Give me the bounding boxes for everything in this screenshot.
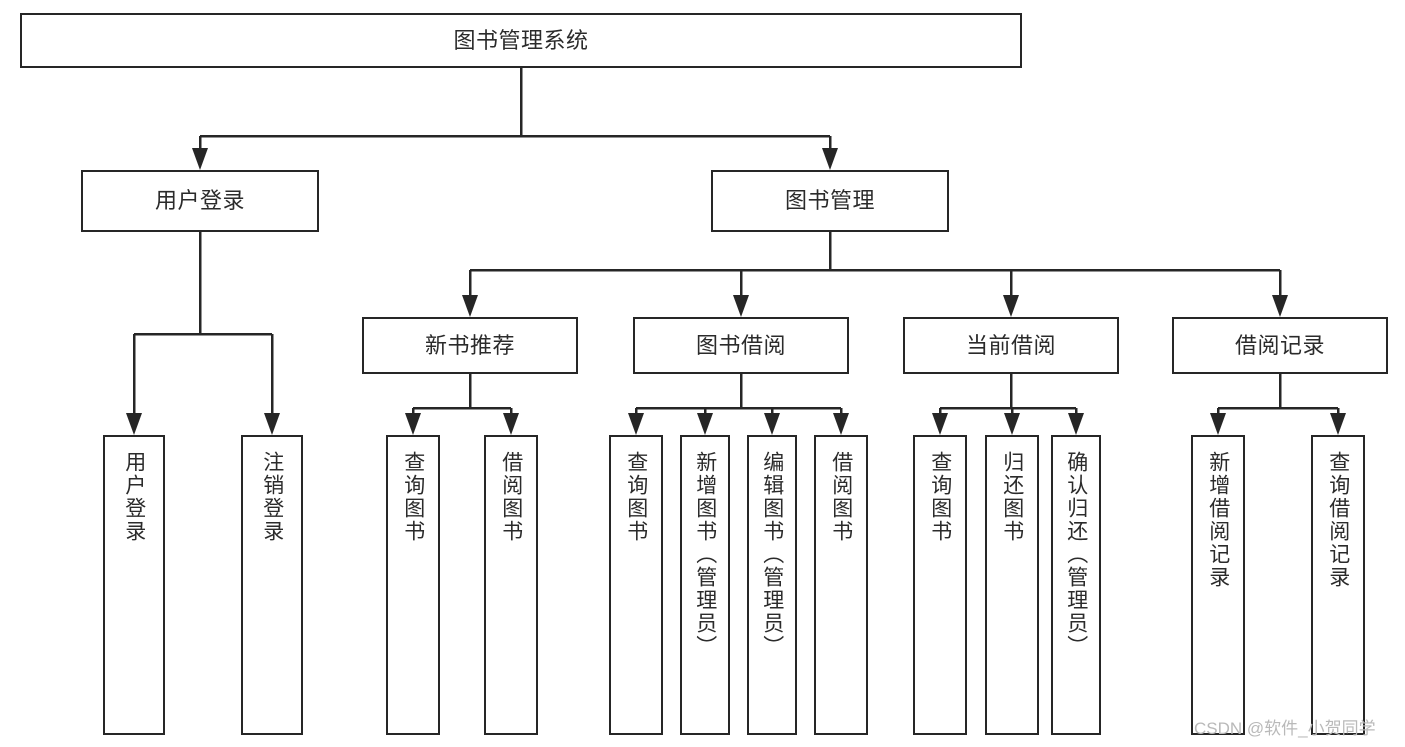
node-label: 用户登录 [122,451,146,543]
node-leaf-edit-book[interactable]: 编辑图书（管理员） [747,435,797,735]
node-label: 查询图书 [624,451,648,543]
node-label: 编辑图书（管理员） [760,451,784,658]
node-new-book-rec[interactable]: 新书推荐 [362,317,578,374]
node-leaf-add-book[interactable]: 新增图书（管理员） [680,435,730,735]
node-leaf-logout[interactable]: 注销登录 [241,435,303,735]
node-book-manage[interactable]: 图书管理 [711,170,949,232]
node-label: 查询图书 [401,451,425,543]
node-book-borrow[interactable]: 图书借阅 [633,317,849,374]
node-leaf-return-book[interactable]: 归还图书 [985,435,1039,735]
node-leaf-query-book-1[interactable]: 查询图书 [386,435,440,735]
node-label: 注销登录 [260,451,284,543]
node-root[interactable]: 图书管理系统 [20,13,1022,68]
node-label: 图书借阅 [695,332,786,358]
node-label: 确认归还（管理员） [1064,451,1088,658]
node-label: 查询借阅记录 [1326,451,1350,589]
node-leaf-query-book-3[interactable]: 查询图书 [913,435,967,735]
node-leaf-borrow-book-1[interactable]: 借阅图书 [484,435,538,735]
node-label: 用户登录 [154,188,245,214]
node-label: 新增图书（管理员） [693,451,717,658]
node-label: 当前借阅 [965,332,1056,358]
node-label: 新增借阅记录 [1206,451,1230,589]
node-label: 新书推荐 [424,332,515,358]
watermark: CSDN @软件_小贺同学 [1194,719,1376,738]
node-label: 图书管理 [784,188,875,214]
node-leaf-query-record[interactable]: 查询借阅记录 [1311,435,1365,735]
node-label: 图书管理系统 [453,27,589,53]
node-label: 借阅图书 [829,451,853,543]
node-leaf-confirm-return[interactable]: 确认归还（管理员） [1051,435,1101,735]
node-label: 查询图书 [928,451,952,543]
node-user-login[interactable]: 用户登录 [81,170,319,232]
node-leaf-add-record[interactable]: 新增借阅记录 [1191,435,1245,735]
node-borrow-record[interactable]: 借阅记录 [1172,317,1388,374]
node-label: 借阅记录 [1234,332,1325,358]
node-leaf-query-book-2[interactable]: 查询图书 [609,435,663,735]
node-label: 归还图书 [1000,451,1024,543]
node-leaf-user-login[interactable]: 用户登录 [103,435,165,735]
node-label: 借阅图书 [499,451,523,543]
node-current-borrow[interactable]: 当前借阅 [903,317,1119,374]
node-leaf-borrow-book-2[interactable]: 借阅图书 [814,435,868,735]
